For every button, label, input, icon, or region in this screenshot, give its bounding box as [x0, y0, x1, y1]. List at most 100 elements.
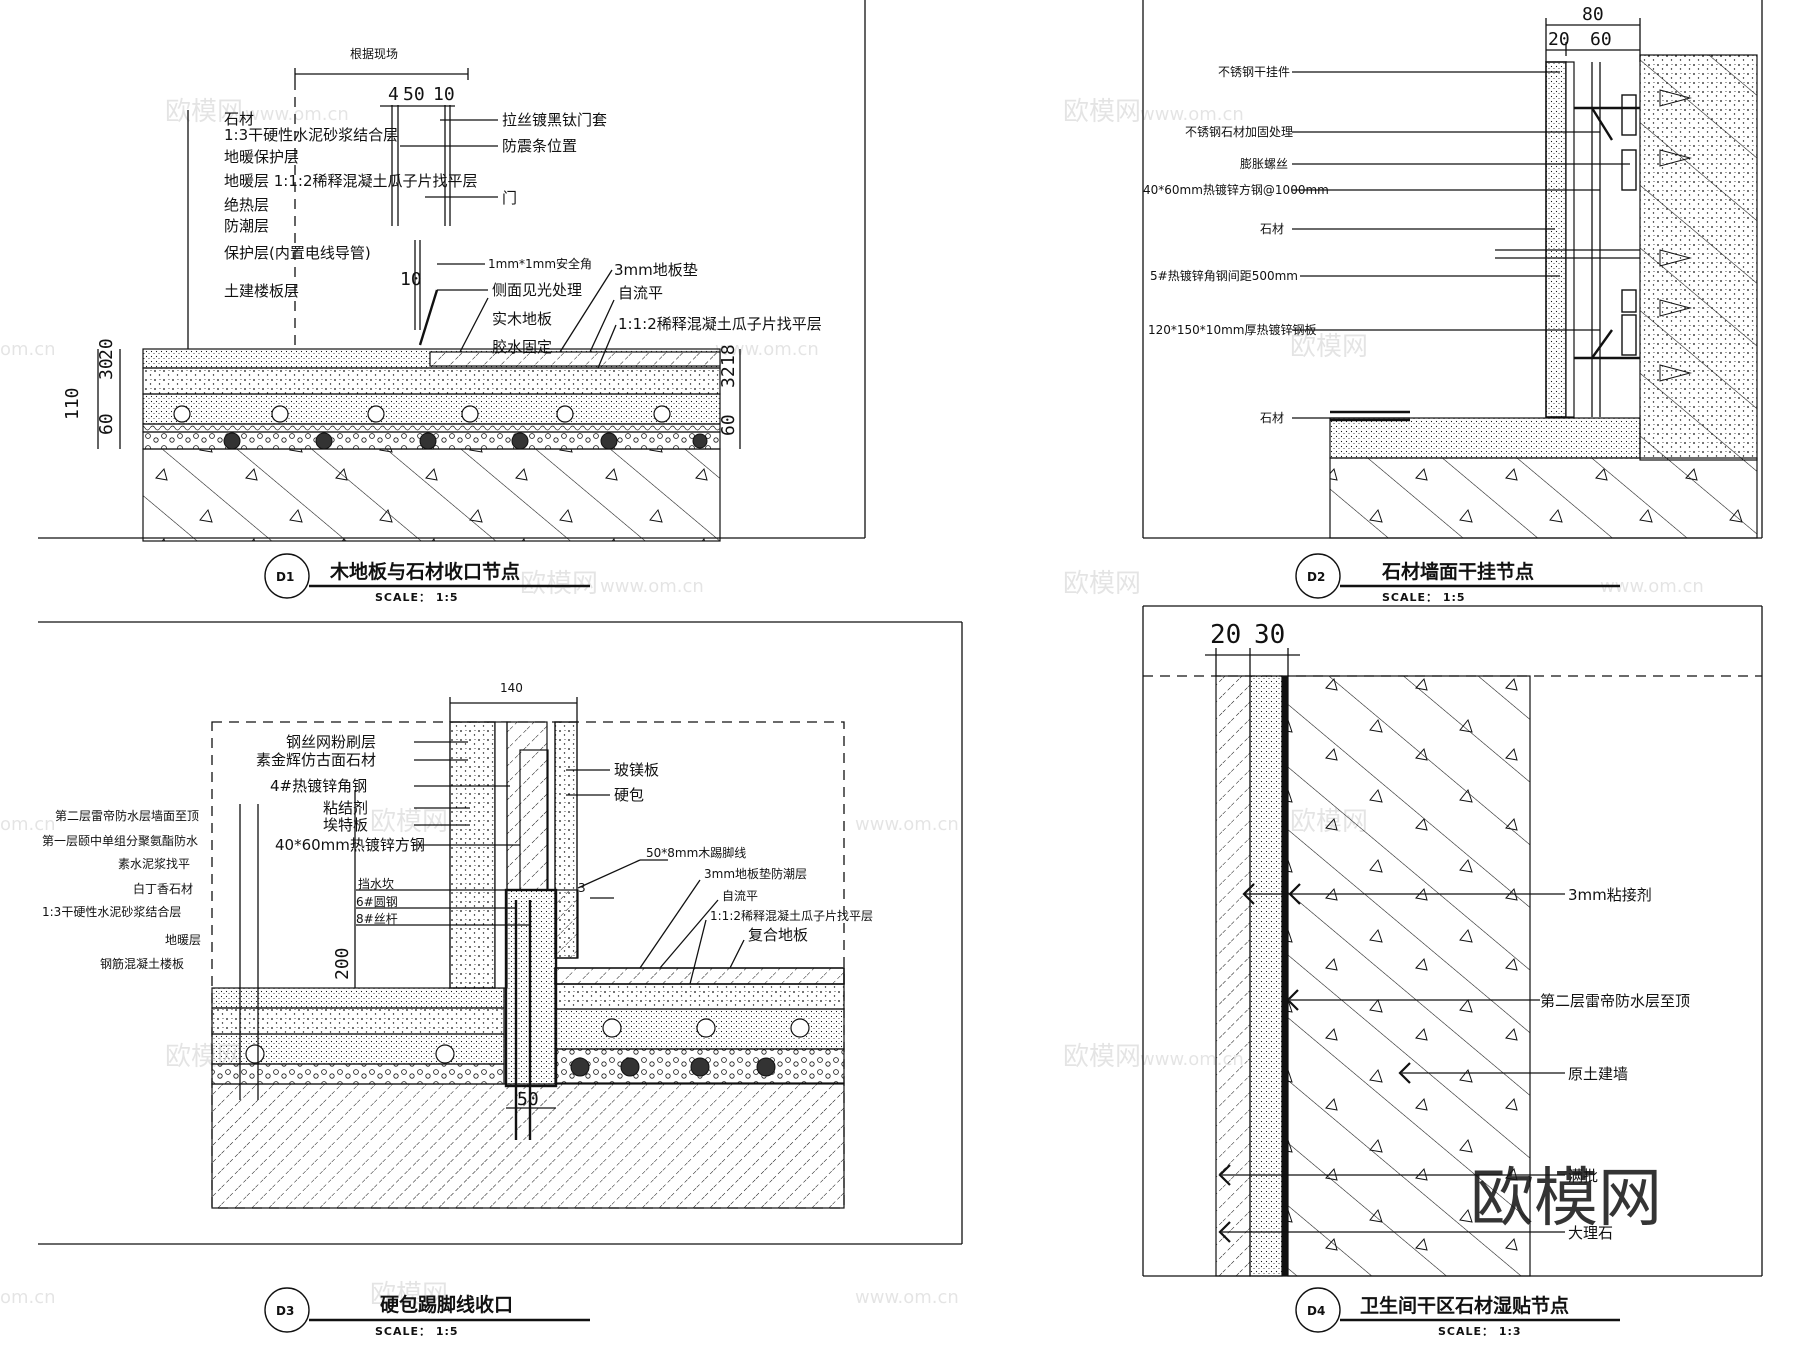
d4-label: 第二层雷帝防水层至顶: [1540, 992, 1690, 1010]
d1-label: 土建楼板层: [224, 282, 299, 300]
d4-title: 卫生间干区石材湿贴节点: [1360, 1294, 1569, 1317]
d2-badge-circle: [1295, 553, 1341, 599]
d1-label: 胶水固定: [492, 338, 552, 356]
d1-label: 保护层(内置电线导管): [224, 244, 371, 262]
d3-label: 玻镁板: [614, 761, 659, 779]
d1-title: 木地板与石材收口节点: [329, 560, 520, 583]
d1-dim: 30: [96, 358, 117, 380]
d3-badge: D3: [276, 1304, 294, 1318]
watermark: 欧模网: [370, 807, 448, 837]
watermark: 欧模网: [165, 97, 243, 127]
d2-dim: 80: [1582, 4, 1604, 25]
d4-label: 大理石: [1568, 1224, 1613, 1242]
d2-dim: 20: [1548, 29, 1570, 50]
d3-label: 素水泥浆找平: [118, 856, 190, 871]
watermark-url: www.om.cn: [600, 576, 704, 597]
d3-label: 4#热镀锌角钢: [270, 777, 367, 795]
d1-label: 侧面见光处理: [492, 281, 582, 299]
d3-label: 埃特板: [323, 816, 368, 834]
d1-note-top: 根据现场: [350, 47, 398, 61]
watermark: 欧模网: [1063, 569, 1141, 599]
d3-dim: 3: [578, 881, 586, 895]
d1-label: 防潮层: [224, 217, 269, 235]
watermark: 欧模网: [1063, 1042, 1141, 1072]
d2-label: 石材: [1260, 411, 1284, 425]
d4-label: 满批: [1568, 1167, 1598, 1185]
d1-label: 自流平: [618, 284, 663, 302]
d3-label: 地暖层: [165, 933, 201, 947]
d1-label: 3mm地板垫: [614, 261, 698, 279]
d3-label: 白丁香石材: [133, 881, 193, 896]
d1-label: 1:3干硬性水泥砂浆结合层: [224, 126, 398, 144]
d3-label: 钢筋混凝土楼板: [100, 956, 184, 971]
d4-scale: SCALE： 1:3: [1438, 1325, 1522, 1338]
d2-badge: D2: [1307, 570, 1325, 584]
d3-label: 1:3干硬性水泥砂浆结合层: [42, 904, 181, 919]
watermark-url: www.om.cn: [855, 1287, 959, 1308]
d3-label: 50*8mm木踢脚线: [646, 845, 746, 860]
d1-dim: 60: [96, 413, 117, 435]
d2-title: 石材墙面干挂节点: [1381, 560, 1534, 583]
d1-label: 地暖保护层: [224, 148, 299, 166]
detail-d2: 80 20 60 不锈钢干挂件 不锈钢石材加固处理 膨胀螺丝 40*60mm热镀…: [1142, 0, 1763, 604]
d1-dim: 32: [718, 366, 739, 388]
watermark-url: om.cn: [0, 1287, 56, 1308]
d1-scale: SCALE： 1:5: [375, 591, 459, 604]
d1-label: 石材: [224, 110, 254, 128]
d4-dim: 20: [1210, 620, 1241, 650]
d1-label: 地暖层 1:1:2稀释混凝土瓜子片找平层: [224, 172, 478, 190]
d1-label: 拉丝镀黑钛门套: [502, 111, 607, 129]
d3-label: 硬包: [614, 786, 644, 804]
d3-dim: 200: [332, 947, 353, 980]
d1-label: 绝热层: [224, 196, 269, 214]
d1-label: 防震条位置: [502, 137, 577, 155]
d3-dim: 140: [500, 681, 523, 695]
d2-label: 不锈钢石材加固处理: [1185, 125, 1293, 139]
d4-badge-circle: [1295, 1287, 1341, 1333]
watermark-url: www.om.cn: [715, 339, 819, 360]
d4-badge: D4: [1307, 1304, 1325, 1318]
d1-label: 1:1:2稀释混凝土瓜子片找平层: [618, 315, 822, 333]
d1-label: 1mm*1mm安全角: [488, 256, 592, 271]
watermark-url: www.om.cn: [1140, 104, 1244, 125]
d3-title: 硬包踢脚线收口: [380, 1293, 513, 1316]
d1-dim: 10: [400, 269, 422, 290]
watermark: 欧模网: [370, 1280, 448, 1310]
d2-scale: SCALE： 1:5: [1382, 591, 1466, 604]
d1-dim: 10: [433, 84, 455, 105]
d3-label: 复合地板: [748, 926, 808, 944]
d1-label: 门: [502, 189, 517, 207]
d3-label: 6#圆钢: [356, 895, 398, 909]
detail-d3: 140 200 50 3 钢丝网粉刷层 素金辉仿古面石材 4#热镀锌角钢 粘结剂…: [38, 621, 963, 1338]
d3-label: 挡水坎: [358, 877, 394, 891]
watermark: 欧模网: [520, 569, 598, 599]
watermark-url: om.cn: [0, 339, 56, 360]
d3-label: 第一层颐中单组分聚氨酯防水: [42, 833, 198, 848]
d3-label: 粘结剂: [323, 799, 368, 817]
d2-label: 120*150*10mm厚热镀锌钢板: [1148, 323, 1316, 337]
d1-dim: 18: [718, 344, 739, 366]
watermark: 欧模网: [1290, 332, 1368, 362]
watermark-url: www.om.cn: [855, 814, 959, 835]
d2-label: 40*60mm热镀锌方钢@1000mm: [1143, 182, 1329, 197]
d3-label: 自流平: [722, 889, 758, 903]
watermark-url: www.om.cn: [245, 104, 349, 125]
watermark-url: www.om.cn: [1600, 576, 1704, 597]
d2-label: 不锈钢干挂件: [1218, 65, 1290, 79]
d2-dim: 60: [1590, 29, 1612, 50]
d3-label: 钢丝网粉刷层: [286, 733, 376, 751]
d3-label: 第二层雷帝防水层墙面至顶: [55, 808, 199, 823]
d1-dim: 4: [388, 84, 399, 105]
d3-label: 1:1:2稀释混凝土瓜子片找平层: [710, 908, 873, 923]
d4-label: 原土建墙: [1568, 1065, 1628, 1083]
d3-label: 素金辉仿古面石材: [256, 751, 376, 769]
detail-d4: 20 30 3mm粘接剂 第二层雷帝防水层至顶 原土建墙 满批 大理石 欧模网 …: [1142, 605, 1763, 1338]
d3-label: 3mm地板垫防潮层: [704, 866, 807, 881]
d1-dim: 50: [403, 84, 425, 105]
d2-label: 膨胀螺丝: [1240, 157, 1288, 171]
d1-badge-circle: [264, 553, 310, 599]
d3-dim: 50: [517, 1089, 539, 1110]
d4-dim: 30: [1254, 620, 1285, 650]
d1-badge: D1: [276, 570, 294, 584]
